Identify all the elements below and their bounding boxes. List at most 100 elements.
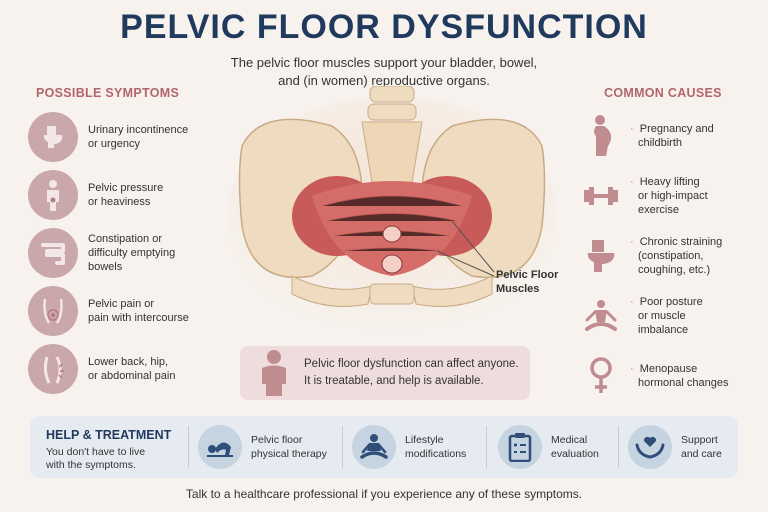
- label-pointer: [436, 250, 495, 277]
- note-box: Pelvic floor dysfunction can affect anyo…: [240, 346, 530, 400]
- note-line: Pelvic floor dysfunction can affect anyo…: [304, 358, 519, 370]
- help-line: Lifestyle: [405, 434, 444, 446]
- cause-line: Pregnancy and: [639, 123, 714, 135]
- help-line: Support: [681, 434, 718, 446]
- help-text: Pelvic floor physical therapy: [251, 433, 327, 461]
- page-title: PELVIC FLOOR DYSFUNCTION: [120, 8, 648, 46]
- causes-heading: COMMON CAUSES: [604, 86, 722, 100]
- subtitle-line-1: The pelvic floor muscles support your bl…: [230, 55, 538, 70]
- cause-text: Menopause hormonal changes: [630, 362, 729, 390]
- help-subtext: You don't have to live with the symptoms…: [46, 446, 196, 472]
- symptom-line: Constipation or: [88, 233, 162, 245]
- help-sub-line: with the symptoms.: [46, 459, 136, 471]
- help-sub-line: You don't have to live: [46, 446, 146, 458]
- cause-line: imbalance: [638, 324, 689, 336]
- symptoms-heading: POSSIBLE SYMPTOMS: [36, 86, 180, 100]
- cause-item: Menopause hormonal changes: [582, 346, 752, 406]
- person-icon: [262, 350, 286, 396]
- symptom-line: or heaviness: [88, 196, 151, 208]
- cause-text: Heavy lifting or high-impact exercise: [630, 175, 708, 217]
- person-pressure-icon: [28, 170, 78, 220]
- symptom-text: Urinary incontinence or urgency: [88, 123, 188, 151]
- symptom-text: Pelvic pressure or heaviness: [88, 181, 163, 209]
- help-line: modifications: [405, 448, 467, 460]
- help-line: physical therapy: [251, 448, 327, 460]
- cause-line: exercise: [638, 204, 679, 216]
- help-text: Lifestyle modifications: [405, 433, 466, 461]
- symptoms-list: Urinary incontinence or urgency Pelvic p…: [28, 108, 218, 398]
- symptom-item: Urinary incontinence or urgency: [28, 108, 218, 166]
- note-text: Pelvic floor dysfunction can affect anyo…: [304, 356, 519, 390]
- dumbbell-icon: [582, 174, 620, 218]
- symptom-item: Pelvic pressure or heaviness: [28, 166, 218, 224]
- help-line: evaluation: [551, 448, 599, 460]
- back-pain-icon: [28, 344, 78, 394]
- pelvic-pain-icon: [28, 286, 78, 336]
- page-subtitle: The pelvic floor muscles support your bl…: [180, 54, 588, 90]
- divider: [486, 426, 487, 468]
- cause-text: Pregnancy and childbirth: [630, 122, 714, 150]
- note-line: It is treatable, and help is available.: [304, 375, 484, 387]
- symptom-line: pain with intercourse: [88, 312, 189, 324]
- pelvis-illustration: [227, 86, 557, 336]
- symptom-item: Lower back, hip, or abdominal pain: [28, 340, 218, 398]
- help-item-physical-therapy: Pelvic floor physical therapy: [198, 424, 327, 470]
- cause-line: Chronic straining: [639, 236, 723, 248]
- symptom-line: Urinary incontinence: [88, 124, 189, 136]
- pubic-symphysis: [369, 283, 415, 305]
- help-line: Pelvic floor: [251, 434, 303, 446]
- help-treatment-bar: HELP & TREATMENT You don't have to live …: [30, 416, 738, 478]
- symptom-line: Pelvic pain or: [88, 298, 155, 310]
- help-text: Medical evaluation: [551, 433, 599, 461]
- help-line: and care: [681, 448, 722, 460]
- cause-item: Pregnancy and childbirth: [582, 106, 752, 166]
- clipboard-icon: [498, 425, 542, 469]
- cause-line: (constipation,: [638, 250, 704, 262]
- vertebra: [367, 103, 417, 121]
- divider: [618, 426, 619, 468]
- symptom-line: Pelvic pressure: [88, 182, 164, 194]
- symptom-text: Lower back, hip, or abdominal pain: [88, 355, 175, 383]
- toilet-icon: [582, 234, 620, 278]
- symptom-line: Lower back, hip,: [88, 356, 169, 368]
- help-item-medical: Medical evaluation: [498, 424, 599, 470]
- symptom-text: Pelvic pain or pain with intercourse: [88, 297, 189, 325]
- pelvic-floor-label: Pelvic Floor Muscles: [496, 268, 558, 296]
- label-line: Pelvic Floor: [496, 269, 559, 281]
- symptom-line: or abdominal pain: [88, 370, 176, 382]
- help-item-lifestyle: Lifestyle modifications: [352, 424, 466, 470]
- symptom-line: bowels: [88, 261, 123, 273]
- cause-line: Heavy lifting: [639, 176, 700, 188]
- help-text: Support and care: [681, 433, 722, 461]
- exercise-icon: [198, 425, 242, 469]
- symptom-item: Pelvic pain or pain with intercourse: [28, 282, 218, 340]
- cause-line: or high-impact: [638, 190, 708, 202]
- symptom-line: or urgency: [88, 138, 140, 150]
- cause-text: Chronic straining (constipation, coughin…: [630, 235, 722, 277]
- cause-line: Poor posture: [639, 296, 703, 308]
- opening: [381, 254, 403, 274]
- cause-item: Poor posture or muscle imbalance: [582, 286, 752, 346]
- cause-line: childbirth: [638, 137, 683, 149]
- meditation-icon: [352, 425, 396, 469]
- posture-icon: [582, 294, 620, 338]
- intestine-icon: [28, 228, 78, 278]
- cause-line: or muscle: [638, 310, 686, 322]
- footer-text: Talk to a healthcare professional if you…: [185, 487, 583, 501]
- toilet-icon: [28, 112, 78, 162]
- label-pointer: [451, 220, 495, 273]
- divider: [188, 426, 189, 468]
- symptom-item: Constipation or difficulty emptying bowe…: [28, 224, 218, 282]
- symptom-line: difficulty emptying: [88, 247, 176, 259]
- cause-text: Poor posture or muscle imbalance: [630, 295, 703, 337]
- cause-line: coughing, etc.): [638, 264, 711, 276]
- label-line: Muscles: [496, 283, 540, 295]
- pregnancy-icon: [582, 114, 620, 158]
- vertebra: [369, 86, 415, 103]
- opening: [382, 225, 402, 243]
- cause-item: Heavy lifting or high-impact exercise: [582, 166, 752, 226]
- subtitle-line-2: and (in women) reproductive organs.: [278, 73, 490, 88]
- cause-line: hormonal changes: [638, 377, 729, 389]
- symptom-text: Constipation or difficulty emptying bowe…: [88, 232, 175, 274]
- help-item-support: Support and care: [628, 424, 722, 470]
